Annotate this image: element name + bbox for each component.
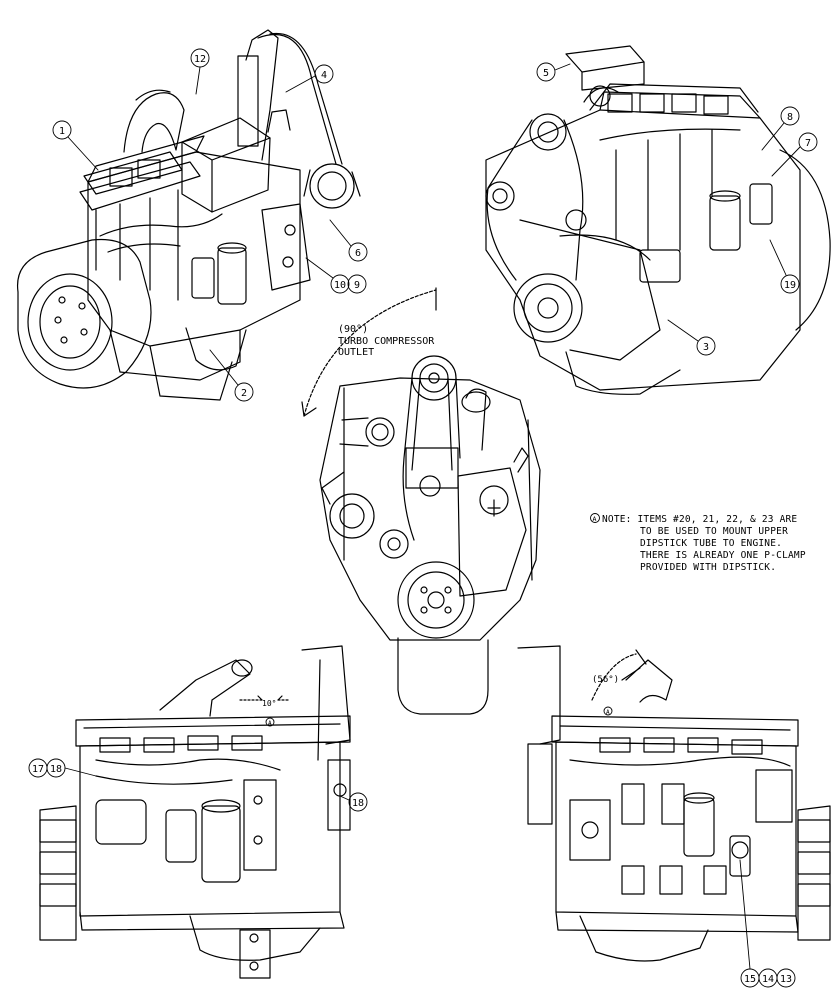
- note-line-2: TO BE USED TO MOUNT UPPER: [640, 526, 788, 537]
- side-view-left: [39, 645, 351, 979]
- callout-6: 6: [355, 248, 361, 259]
- callout-3: 3: [703, 342, 709, 353]
- isometric-view-right: [485, 45, 831, 395]
- turbo-label-line2: OUTLET: [338, 347, 374, 358]
- callout-19: 19: [784, 280, 796, 291]
- callout-2: 2: [241, 388, 247, 399]
- view-labels: (90°) TURBO COMPRESSOR OUTLET 10° A (56°…: [262, 324, 619, 727]
- callout-5: 5: [543, 68, 549, 79]
- callout-18: 18: [50, 764, 62, 775]
- callout-numbers: 1 12 4 6 10 9 2 5 8 7 19 3 17 18 18 15 1…: [32, 54, 811, 985]
- right-ref-mark: A: [606, 709, 610, 716]
- callout-18: 18: [352, 798, 364, 809]
- right-angle-label: (56°): [592, 675, 619, 685]
- front-view: [301, 287, 541, 715]
- callout-1: 1: [59, 126, 65, 137]
- front-angle-label: (90°): [338, 324, 368, 335]
- callout-12: 12: [194, 54, 206, 65]
- note-line-3: DIPSTICK TUBE TO ENGINE.: [640, 538, 782, 549]
- callout-15: 15: [744, 974, 756, 985]
- turbo-label-line1: TURBO COMPRESSOR: [338, 336, 435, 347]
- note-block: A NOTE: ITEMS #20, 21, 22, & 23 ARE TO B…: [593, 514, 806, 573]
- left-ref-mark: A: [268, 720, 272, 727]
- callout-17: 17: [32, 764, 44, 775]
- callout-8: 8: [787, 112, 793, 123]
- note-line-4: THERE IS ALREADY ONE P-CLAMP: [640, 550, 806, 561]
- callout-7: 7: [805, 138, 811, 149]
- callout-leaders: [28, 48, 818, 988]
- callout-9: 9: [354, 280, 360, 291]
- side-view-right: [517, 645, 831, 962]
- callout-14: 14: [762, 974, 774, 985]
- callout-4: 4: [321, 70, 327, 81]
- note-line-5: PROVIDED WITH DIPSTICK.: [640, 562, 776, 573]
- note-line-1: NOTE: ITEMS #20, 21, 22, & 23 ARE: [602, 514, 797, 525]
- note-marker: A: [593, 515, 597, 523]
- callout-10: 10: [334, 280, 346, 291]
- isometric-view-left: [16, 29, 361, 401]
- callout-13: 13: [780, 974, 792, 985]
- left-angle-label: 10°: [262, 699, 276, 708]
